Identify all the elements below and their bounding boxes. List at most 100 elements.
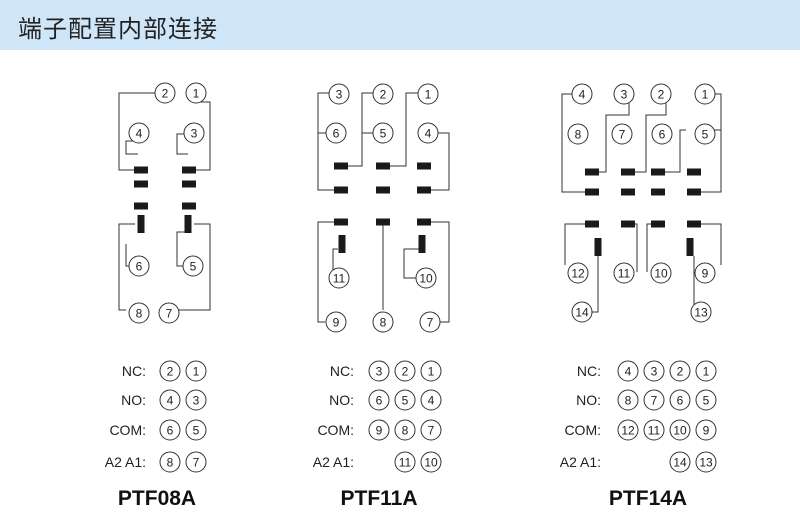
terminal-pin-12: 12 (567, 262, 589, 284)
terminal-pin-3: 3 (183, 122, 205, 144)
terminal-pin-8: 8 (567, 123, 589, 145)
legend-pin-8: 8 (617, 389, 639, 411)
svg-text:9: 9 (702, 267, 709, 281)
legend-pin-6: 6 (368, 389, 390, 411)
contact-mark (621, 220, 635, 228)
contact-mark (134, 166, 148, 174)
legend-pin-2: 2 (159, 360, 181, 382)
svg-text:1: 1 (703, 365, 710, 379)
terminal-pin-5: 5 (372, 122, 394, 144)
contact-mark (334, 162, 348, 170)
svg-text:8: 8 (136, 307, 143, 321)
svg-text:11: 11 (618, 267, 631, 281)
svg-text:4: 4 (425, 127, 432, 141)
legend-pin-8: 8 (394, 419, 416, 441)
contact-mark (134, 180, 148, 188)
terminal-pin-2: 2 (650, 83, 672, 105)
legend-pin-1: 1 (695, 360, 717, 382)
terminal-pin-4: 4 (128, 122, 150, 144)
legend-label-com: COM: (109, 422, 146, 438)
legend-pin-7: 7 (643, 389, 665, 411)
contact-mark (376, 186, 390, 194)
svg-text:1: 1 (702, 88, 709, 102)
contact-mark (182, 202, 196, 210)
contact-mark (687, 188, 701, 196)
svg-text:11: 11 (333, 272, 346, 286)
terminal-pin-10: 10 (415, 267, 437, 289)
contact-mark (585, 220, 599, 228)
legend-pin-10: 10 (669, 419, 691, 441)
legend-pin-2: 2 (669, 360, 691, 382)
legend-pin-6: 6 (159, 419, 181, 441)
legend-label-coil: A2 A1: (313, 454, 354, 470)
contact-mark (621, 188, 635, 196)
svg-text:13: 13 (694, 306, 708, 320)
contact-mark (182, 180, 196, 188)
svg-text:2: 2 (162, 87, 169, 101)
svg-text:8: 8 (402, 424, 409, 438)
svg-text:1: 1 (193, 365, 200, 379)
terminal-pin-7: 7 (611, 123, 633, 145)
terminal-pin-8: 8 (372, 311, 394, 333)
svg-text:4: 4 (428, 394, 435, 408)
svg-text:14: 14 (575, 306, 589, 320)
legend-label-com: COM: (317, 422, 354, 438)
legend-pin-1: 1 (185, 360, 207, 382)
contact-mark (417, 186, 431, 194)
svg-text:7: 7 (193, 456, 200, 470)
legend-pin-11: 11 (643, 419, 665, 441)
svg-text:2: 2 (658, 88, 665, 102)
svg-text:5: 5 (190, 260, 197, 274)
terminal-pin-8: 8 (128, 302, 150, 324)
svg-text:2: 2 (402, 365, 409, 379)
svg-text:2: 2 (167, 365, 174, 379)
svg-text:9: 9 (376, 424, 383, 438)
svg-text:10: 10 (654, 267, 668, 281)
contact-mark (585, 188, 599, 196)
svg-text:5: 5 (380, 127, 387, 141)
contact-mark (376, 162, 390, 170)
contact-mark (686, 238, 694, 256)
svg-text:8: 8 (625, 394, 632, 408)
legend-pin-3: 3 (368, 360, 390, 382)
svg-text:4: 4 (579, 88, 586, 102)
svg-text:10: 10 (419, 272, 433, 286)
terminal-pin-7: 7 (419, 311, 441, 333)
svg-text:2: 2 (380, 88, 387, 102)
contact-mark (418, 235, 426, 253)
svg-text:6: 6 (659, 128, 666, 142)
svg-text:8: 8 (380, 316, 387, 330)
svg-text:1: 1 (193, 87, 200, 101)
terminal-pin-6: 6 (325, 122, 347, 144)
svg-text:12: 12 (571, 267, 585, 281)
contact-mark (651, 168, 665, 176)
svg-text:11: 11 (399, 456, 412, 470)
legend-pin-12: 12 (617, 419, 639, 441)
svg-text:4: 4 (167, 394, 174, 408)
legend-label-nc: NC: (577, 363, 601, 379)
svg-text:3: 3 (621, 88, 628, 102)
legend-pin-4: 4 (617, 360, 639, 382)
svg-text:10: 10 (424, 456, 438, 470)
legend-pin-7: 7 (420, 419, 442, 441)
svg-text:7: 7 (651, 394, 658, 408)
svg-text:9: 9 (703, 424, 710, 438)
terminal-pin-1: 1 (417, 83, 439, 105)
svg-text:4: 4 (625, 365, 632, 379)
legend-pin-9: 9 (368, 419, 390, 441)
legend-pin-8: 8 (159, 451, 181, 473)
svg-text:5: 5 (193, 424, 200, 438)
svg-text:5: 5 (402, 394, 409, 408)
legend-label-nc: NC: (122, 363, 146, 379)
terminal-pin-3: 3 (613, 83, 635, 105)
contact-mark (334, 218, 348, 226)
svg-text:6: 6 (333, 127, 340, 141)
model-name-PTF08A: PTF08A (118, 487, 196, 510)
svg-text:8: 8 (167, 456, 174, 470)
model-name-PTF14A: PTF14A (609, 487, 687, 510)
contact-mark (137, 215, 145, 233)
section-header: 端子配置内部连接 (0, 0, 800, 50)
